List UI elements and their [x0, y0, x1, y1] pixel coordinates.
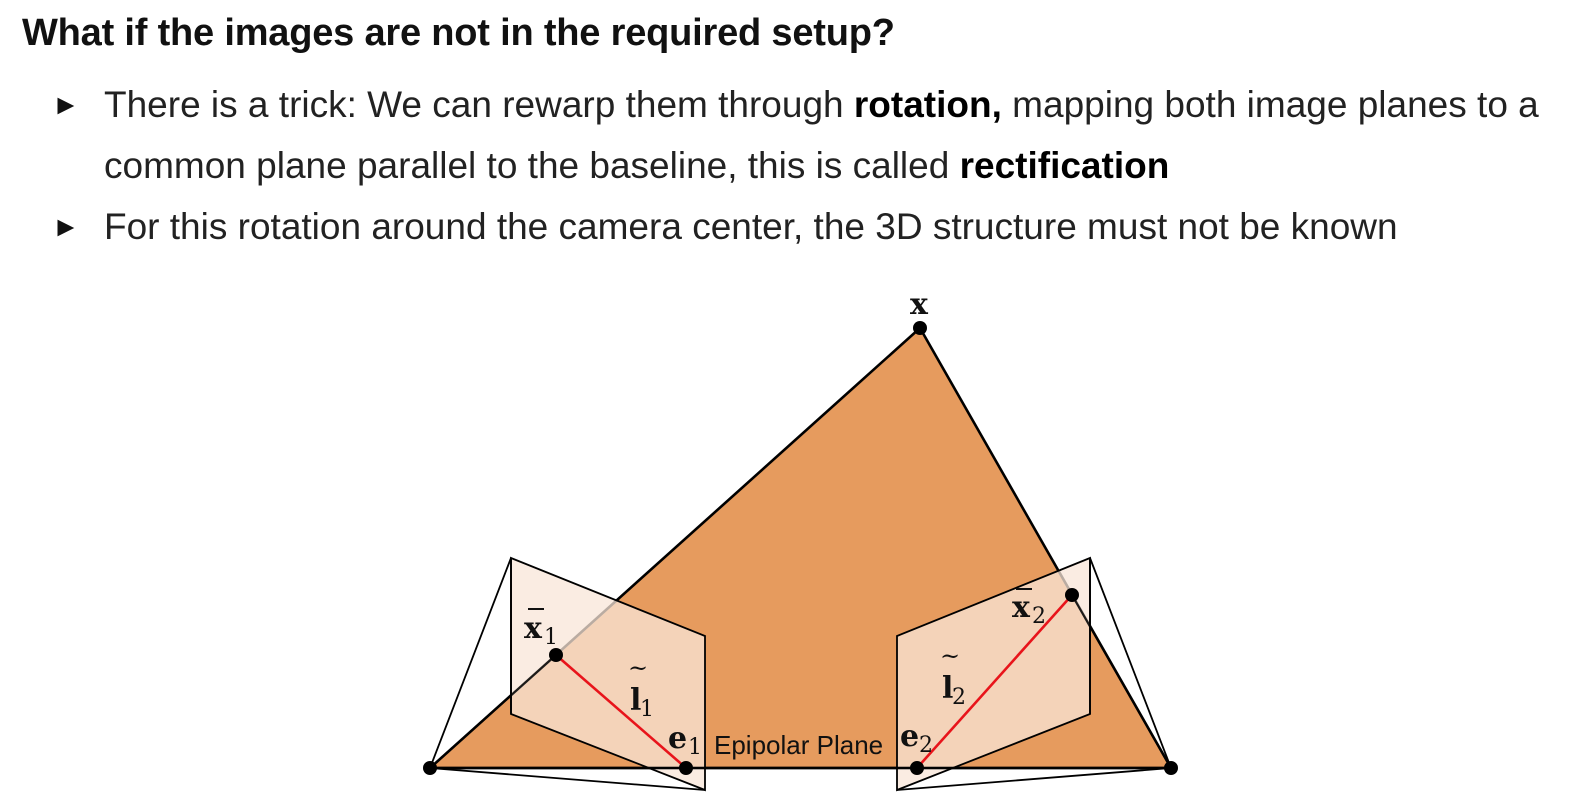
- bullet-text-part: For this rotation around the camera cent…: [104, 206, 1398, 247]
- label-e2: e 2: [900, 719, 933, 758]
- epipolar-line-1: [555, 654, 687, 769]
- image-plane-2: [896, 556, 1091, 792]
- svg-text:x: x: [1012, 590, 1031, 625]
- bullet-bold-rotation: rotation,: [853, 84, 1002, 125]
- svg-text:~: ~: [940, 642, 960, 670]
- bullet-text-part: There is a trick: We can rewarp them thr…: [104, 84, 854, 125]
- label-x1: x 1: [524, 608, 558, 650]
- diagram-points: [423, 321, 1178, 775]
- label-x: x: [910, 287, 929, 322]
- bullet-bold-rectification: rectification: [959, 145, 1170, 186]
- projection-rays: [429, 594, 1172, 769]
- svg-text:x: x: [524, 611, 543, 646]
- bullet-text: There is a trick: We can rewarp them thr…: [104, 74, 1572, 196]
- bullet-text: For this rotation around the camera cent…: [104, 196, 1572, 257]
- bullet-text-part: mapping both image planes to a common pl…: [104, 84, 1539, 186]
- point-x2: [1065, 588, 1079, 602]
- image-plane-1: [510, 556, 706, 792]
- label-e1: e 1: [668, 721, 702, 760]
- svg-text:e: e: [900, 719, 919, 754]
- svg-text:1: 1: [640, 697, 654, 722]
- bullet-item-rectification: ► There is a trick: We can rewarp them t…: [52, 74, 1572, 196]
- svg-text:l: l: [630, 683, 641, 718]
- bullet-item-rotation: ► For this rotation around the camera ce…: [52, 196, 1572, 257]
- camera-center-1: [423, 761, 437, 775]
- label-l1: ~ l 1: [628, 654, 654, 722]
- svg-text:1: 1: [688, 735, 702, 760]
- point-e2: [910, 761, 924, 775]
- svg-text:2: 2: [919, 733, 933, 758]
- svg-text:2: 2: [952, 685, 966, 710]
- svg-text:e: e: [668, 721, 687, 756]
- svg-text:1: 1: [544, 625, 558, 650]
- label-x2: x 2: [1012, 588, 1046, 629]
- camera-center-2: [1164, 761, 1178, 775]
- epipolar-plane-label: Epipolar Plane: [714, 730, 883, 760]
- point-e1: [679, 761, 693, 775]
- point-x1: [549, 648, 563, 662]
- svg-text:~: ~: [628, 654, 648, 682]
- bullet-arrow-icon: ►: [52, 89, 80, 120]
- bullet-arrow-icon: ►: [52, 211, 80, 242]
- epipolar-line-2: [916, 594, 1073, 769]
- slide-title: What if the images are not in the requir…: [22, 12, 895, 54]
- bullet-list: ► There is a trick: We can rewarp them t…: [52, 74, 1572, 257]
- label-l2: ~ l 2: [940, 642, 966, 710]
- svg-text:2: 2: [1032, 604, 1046, 629]
- point-x: [913, 321, 927, 335]
- svg-text:l: l: [942, 671, 953, 706]
